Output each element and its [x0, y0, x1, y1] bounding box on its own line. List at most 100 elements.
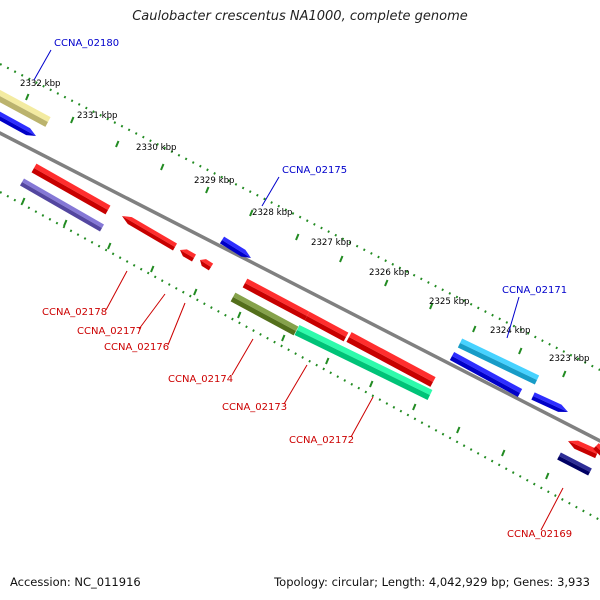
gene-feature: [122, 216, 178, 251]
gene-label-reverse: CCNA_02174: [168, 374, 233, 385]
gene-feature: [0, 104, 37, 137]
tick-label: 2330 kbp: [136, 143, 177, 153]
gene-feature-bottom: [557, 456, 590, 476]
gene-feature-bottom: [20, 182, 103, 232]
gene-feature-top: [0, 104, 37, 137]
tick-mark: [369, 380, 374, 388]
gene-features: [0, 83, 600, 476]
tick-label: 2323 kbp: [549, 354, 590, 364]
tick-label: 2326 kbp: [369, 268, 410, 278]
gene-label-reverse: CCNA_02178: [42, 307, 107, 318]
tick-mark: [562, 370, 567, 378]
tick-mark: [429, 302, 434, 310]
label-leader-line: [138, 293, 166, 330]
genome-backbone: [0, 131, 600, 443]
tick-mark: [501, 449, 506, 457]
gene-feature: [457, 338, 540, 385]
tick-mark: [160, 163, 165, 171]
backbone-layer: [0, 131, 600, 443]
label-leader-line: [506, 296, 520, 339]
tick-mark: [472, 325, 477, 333]
tick-mark: [325, 357, 330, 365]
gene-feature: [294, 325, 433, 400]
gene-feature: [219, 236, 252, 259]
label-leader-line: [350, 396, 374, 438]
gene-feature: [31, 163, 111, 215]
tick-mark: [21, 197, 26, 205]
gene-feature-bottom: [200, 260, 211, 271]
gene-feature-bottom: [0, 88, 48, 127]
gene-label-forward: CCNA_02171: [502, 285, 567, 296]
gene-feature: [180, 249, 196, 262]
gene-feature: [200, 259, 214, 271]
gene-feature-bottom: [449, 356, 521, 397]
gene-feature-top: [307, 311, 349, 338]
tick-label: 2325 kbp: [429, 297, 470, 307]
gene-feature-top: [349, 332, 436, 383]
gene-label-forward: CCNA_02175: [282, 165, 347, 176]
gene-feature-bottom: [346, 337, 434, 387]
gene-feature-bottom: [568, 441, 598, 459]
tick-mark: [295, 233, 300, 241]
tick-label: 2327 kbp: [311, 238, 352, 248]
gene-label-reverse: CCNA_02177: [77, 326, 142, 337]
gene-feature-bottom: [31, 168, 109, 215]
tick-mark: [70, 116, 75, 124]
label-leader-line: [231, 338, 254, 376]
gene-label-reverse: CCNA_02169: [507, 529, 572, 540]
dotted-guide-lines: [0, 63, 600, 521]
gene-feature-top: [533, 392, 569, 413]
gene-feature-bottom: [593, 446, 600, 463]
label-leader-line: [105, 270, 128, 311]
gene-feature-top: [245, 278, 310, 316]
gene-feature: [531, 392, 569, 413]
gene-feature-top: [200, 259, 214, 267]
gene-feature-top: [122, 216, 178, 247]
gene-label-reverse: CCNA_02173: [222, 402, 287, 413]
gene-feature-bottom: [294, 330, 431, 400]
gene-feature-top: [180, 249, 196, 258]
tick-mark: [25, 93, 30, 101]
label-leader-line: [540, 487, 564, 531]
label-leader-line: [283, 364, 308, 405]
tick-mark: [518, 347, 523, 355]
gene-feature: [449, 352, 523, 397]
gene-feature-bottom: [180, 250, 194, 262]
tick-mark: [205, 186, 210, 194]
tick-mark: [63, 219, 68, 227]
accession-label: Accession: NC_011916: [10, 575, 141, 589]
map-title: Caulobacter crescentus NA1000, complete …: [132, 9, 468, 24]
genome-summary: Topology: circular; Length: 4,042,929 bp…: [274, 575, 590, 589]
gene-feature-top: [233, 292, 299, 331]
gene-feature-top: [452, 352, 523, 394]
gene-feature-top: [297, 325, 433, 396]
upper-scale-dots: [0, 63, 600, 371]
gene-labels: CCNA_02180CCNA_02175CCNA_02171CCNA_02178…: [33, 38, 572, 540]
tick-mark: [150, 265, 155, 273]
gene-feature-bottom: [0, 108, 37, 137]
gene-label-reverse: CCNA_02172: [289, 435, 354, 446]
gene-feature-bottom: [230, 297, 296, 336]
gene-feature-top: [222, 236, 252, 259]
tick-label: 2332 kbp: [20, 79, 61, 89]
gene-label-forward: CCNA_02180: [54, 38, 119, 49]
gene-feature-top: [34, 163, 111, 211]
gene-feature-bottom: [219, 240, 252, 259]
tick-mark: [339, 255, 344, 263]
gene-feature-bottom: [242, 283, 307, 321]
gene-feature-top: [568, 440, 599, 455]
gene-feature: [557, 452, 592, 476]
lower-scale-dots: [0, 191, 600, 521]
gene-feature-top: [22, 178, 104, 229]
label-leader-line: [167, 302, 186, 346]
gene-label-reverse: CCNA_02176: [104, 342, 169, 353]
gene-feature: [346, 332, 436, 387]
tick-mark: [193, 288, 198, 296]
tick-mark: [107, 242, 112, 250]
gene-feature-bottom: [457, 343, 537, 385]
gene-feature: [0, 83, 51, 127]
label-leader-line: [33, 49, 52, 81]
